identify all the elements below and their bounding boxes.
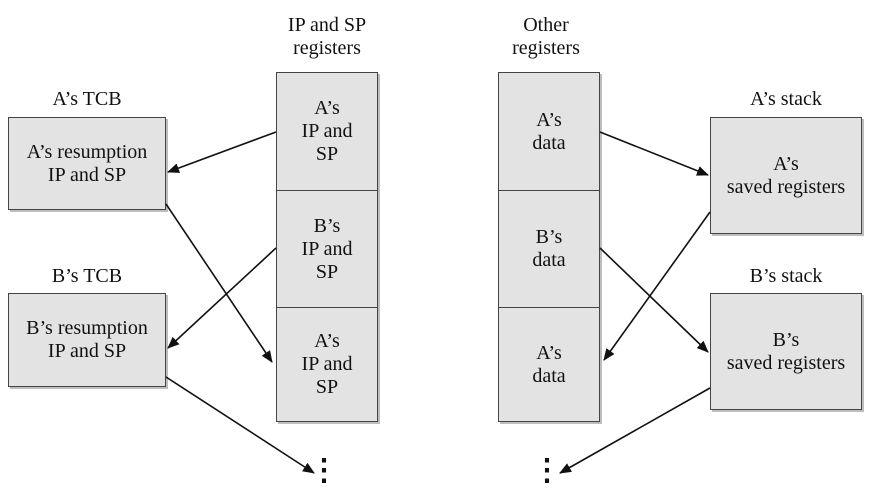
arrow-a-stack-to-a-data [603, 211, 711, 361]
arrow-ip-b-to-b-tcb [167, 247, 277, 349]
a-tcb-box: A’s resumption IP and SP [8, 117, 166, 210]
ip-sp-cell-2: B’s IP and SP [277, 190, 377, 307]
a-stack-header: A’s stack [750, 88, 822, 110]
ip-sp-cell-2-text: B’s IP and SP [301, 214, 353, 283]
b-stack-box: B’s saved registers [710, 293, 862, 410]
ip-sp-cell-3-text: A’s IP and SP [301, 330, 353, 398]
other-cell-3-text: A’s data [532, 341, 566, 387]
other-cell-1-text: A’s data [532, 108, 566, 154]
arrow-a-tcb-to-ip-a [165, 203, 273, 363]
a-tcb-text: A’s resumption IP and SP [26, 140, 148, 186]
arrow-ip-a-to-a-tcb [167, 131, 277, 173]
a-stack-text: A’s saved registers [726, 152, 846, 198]
a-tcb-header: A’s TCB [52, 88, 122, 110]
b-tcb-text: B’s resumption IP and SP [26, 317, 148, 362]
other-continuation-dots: ⋮ [532, 454, 562, 487]
other-registers-header: Other registers [512, 14, 580, 59]
other-cell-2-text: B’s data [532, 226, 566, 271]
arrow-b-tcb-to-continuation [165, 376, 315, 474]
arrow-b-stack-to-continuation [559, 387, 711, 474]
a-stack-box: A’s saved registers [710, 117, 862, 234]
arrow-b-data-to-b-stack [599, 247, 709, 353]
other-cell-2: B’s data [499, 190, 599, 307]
arrow-a-data-to-a-stack [599, 131, 709, 176]
other-cell-3: A’s data [499, 307, 599, 421]
b-tcb-box: B’s resumption IP and SP [8, 293, 166, 387]
b-stack-text: B’s saved registers [726, 328, 846, 374]
other-register-column: A’s data B’s data A’s data [498, 72, 600, 422]
ip-sp-cell-1: A’s IP and SP [277, 73, 377, 190]
ip-sp-cell-3: A’s IP and SP [277, 307, 377, 421]
b-stack-header: B’s stack [749, 265, 823, 287]
ip-sp-register-column: A’s IP and SP B’s IP and SP A’s IP and S… [276, 72, 378, 422]
ip-sp-registers-header: IP and SP registers [287, 14, 367, 59]
ip-sp-cell-1-text: A’s IP and SP [301, 97, 353, 165]
b-tcb-header: B’s TCB [51, 265, 123, 287]
other-cell-1: A’s data [499, 73, 599, 190]
